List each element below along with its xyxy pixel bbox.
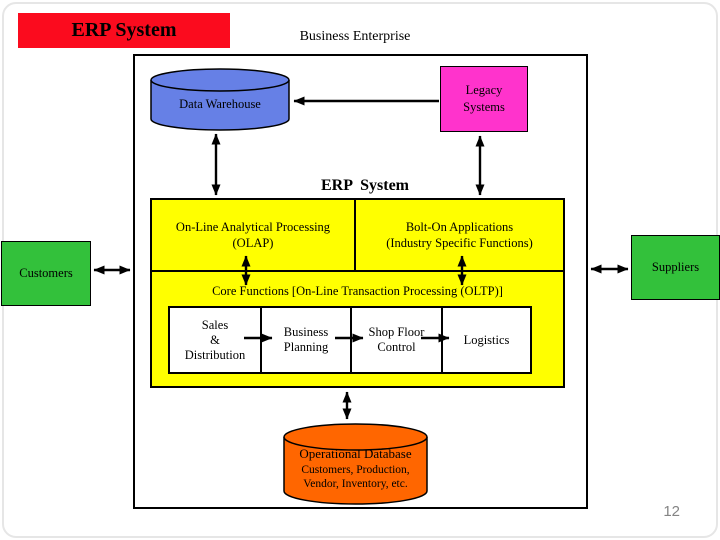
bolt-on-compartment: Bolt-On Applications (Industry Specific …: [386, 220, 533, 250]
cylinder-shape-icon: [150, 68, 290, 131]
business-planning-cell: Business Planning: [262, 308, 352, 372]
erp-system-box: On-Line Analytical Processing (OLAP) Bol…: [150, 198, 565, 388]
business-enterprise-label: Business Enterprise: [299, 29, 411, 44]
operational-database-cylinder: [283, 423, 428, 506]
data-warehouse-label: Data Warehouse: [179, 96, 261, 111]
operational-database-title: Operational Database: [299, 446, 412, 461]
compartment-divider-vertical: [354, 200, 356, 270]
logistics-cell: Logistics: [463, 332, 510, 347]
customers-box: Customers: [1, 241, 91, 306]
legacy-systems-box: Legacy Systems: [440, 66, 528, 132]
slide-title: ERP System: [71, 19, 177, 41]
data-warehouse-cylinder: [150, 68, 290, 131]
compartment-divider-horizontal: [152, 270, 563, 272]
business-enterprise-boundary: [133, 54, 588, 509]
sales-distribution-cell: Sales & Distribution: [170, 308, 262, 372]
page-number: 12: [663, 503, 680, 520]
erp-system-label: ERP System: [321, 177, 409, 194]
suppliers-box: Suppliers: [631, 235, 720, 300]
cylinder-shape-icon: [283, 423, 428, 505]
slide-title-box: ERP System: [18, 13, 230, 48]
core-functions-heading: Core Functions [On-Line Transaction Proc…: [212, 283, 503, 298]
olap-compartment: On-Line Analytical Processing (OLAP): [175, 220, 331, 250]
operational-database-subtitle: Customers, Production, Vendor, Inventory…: [301, 464, 410, 490]
core-functions-box: Sales & Distribution Business Planning S…: [168, 306, 532, 374]
shop-floor-control-cell: Shop Floor Control: [352, 308, 443, 372]
